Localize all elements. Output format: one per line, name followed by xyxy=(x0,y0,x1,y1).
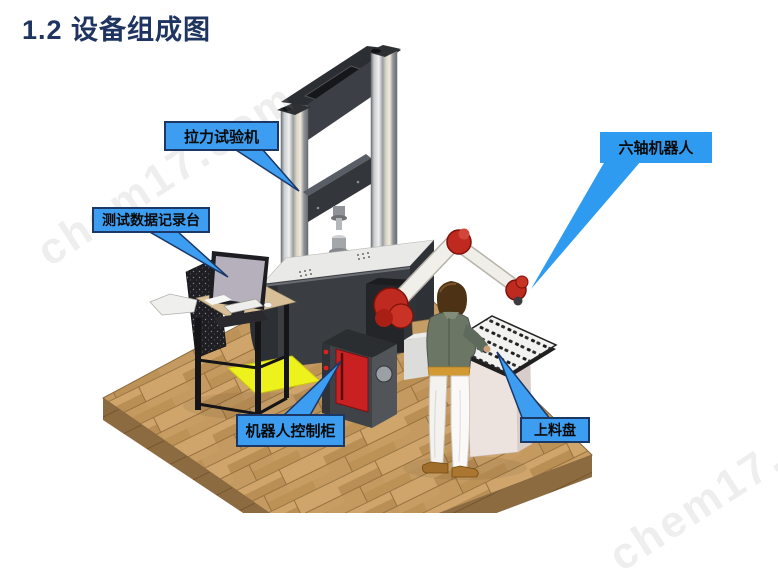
paper-sheet xyxy=(204,295,232,305)
machine-right-column xyxy=(370,49,398,255)
cabinet-indicator-light xyxy=(323,349,329,355)
keyboard-tray xyxy=(214,310,268,328)
robot-control-cabinet xyxy=(322,329,397,428)
desk-leg xyxy=(255,314,261,418)
cabinet-indicator-light xyxy=(323,365,329,371)
bolt xyxy=(356,180,360,184)
operator-figure xyxy=(422,281,491,478)
callout-leaders xyxy=(145,149,641,421)
crosshead-top xyxy=(303,154,371,196)
data-recording-desk xyxy=(149,251,322,418)
operator-hair xyxy=(436,281,467,316)
desk-leg xyxy=(284,304,289,398)
crosshead xyxy=(308,158,371,222)
page-title: 1.2 设备组成图 xyxy=(22,15,212,45)
desk-rail xyxy=(257,354,288,370)
pants-crease xyxy=(458,389,461,463)
pants-crease xyxy=(434,389,437,459)
leader-six-axis-robot xyxy=(531,161,641,289)
six-axis-robot xyxy=(373,228,529,329)
callout-tensile-machine: 拉力试验机 xyxy=(164,121,279,151)
operator-jacket xyxy=(426,311,476,375)
cabinet-door xyxy=(335,348,369,413)
column-cap-hole xyxy=(282,106,292,112)
operator-hand xyxy=(483,345,491,353)
operator-belt xyxy=(427,366,471,377)
cabinet-side xyxy=(372,344,397,428)
machine-left-column xyxy=(280,107,309,271)
elbow-joint2 xyxy=(458,228,470,240)
desk-rail xyxy=(197,402,259,416)
end-effector xyxy=(513,296,523,306)
monitor-screen xyxy=(213,256,265,305)
operator-shoe xyxy=(422,461,449,474)
column-cap-hole xyxy=(371,48,381,54)
callout-robot-cabinet: 机器人控制柜 xyxy=(236,414,345,447)
callout-data-recorder: 测试数据记录台 xyxy=(92,207,210,233)
operator-arm xyxy=(463,324,488,353)
machine-right-column-cap xyxy=(367,45,401,57)
forearm xyxy=(457,242,518,290)
scene-illustration xyxy=(102,45,641,513)
upper-grip-stem xyxy=(336,218,342,230)
keyboard xyxy=(223,298,264,314)
cabinet-fan xyxy=(375,365,393,383)
machine-top-beam-front xyxy=(308,61,371,140)
hair-highlight xyxy=(439,282,457,293)
base-edge-highlight xyxy=(261,267,411,287)
machine-left-column-cap xyxy=(277,103,311,115)
bolt xyxy=(316,206,320,210)
callout-six-axis-robot: 六轴机器人 xyxy=(600,132,712,163)
callout-loading-tray: 上料盘 xyxy=(520,417,590,443)
operator-leg xyxy=(428,375,448,464)
wrist-joint2 xyxy=(515,275,529,289)
mouse xyxy=(263,302,273,308)
desk-rail xyxy=(257,396,288,416)
cabinet-top xyxy=(322,329,397,358)
desk-leg xyxy=(195,318,201,410)
operator-shoe xyxy=(451,465,479,478)
upper-grip xyxy=(333,206,345,218)
desk-rail xyxy=(197,358,259,370)
shoulder-joint3 xyxy=(375,309,393,327)
side-tray xyxy=(149,293,198,316)
upper-arm xyxy=(389,233,463,310)
base-bolt-dots xyxy=(299,252,370,277)
jacket-collar xyxy=(443,312,459,319)
